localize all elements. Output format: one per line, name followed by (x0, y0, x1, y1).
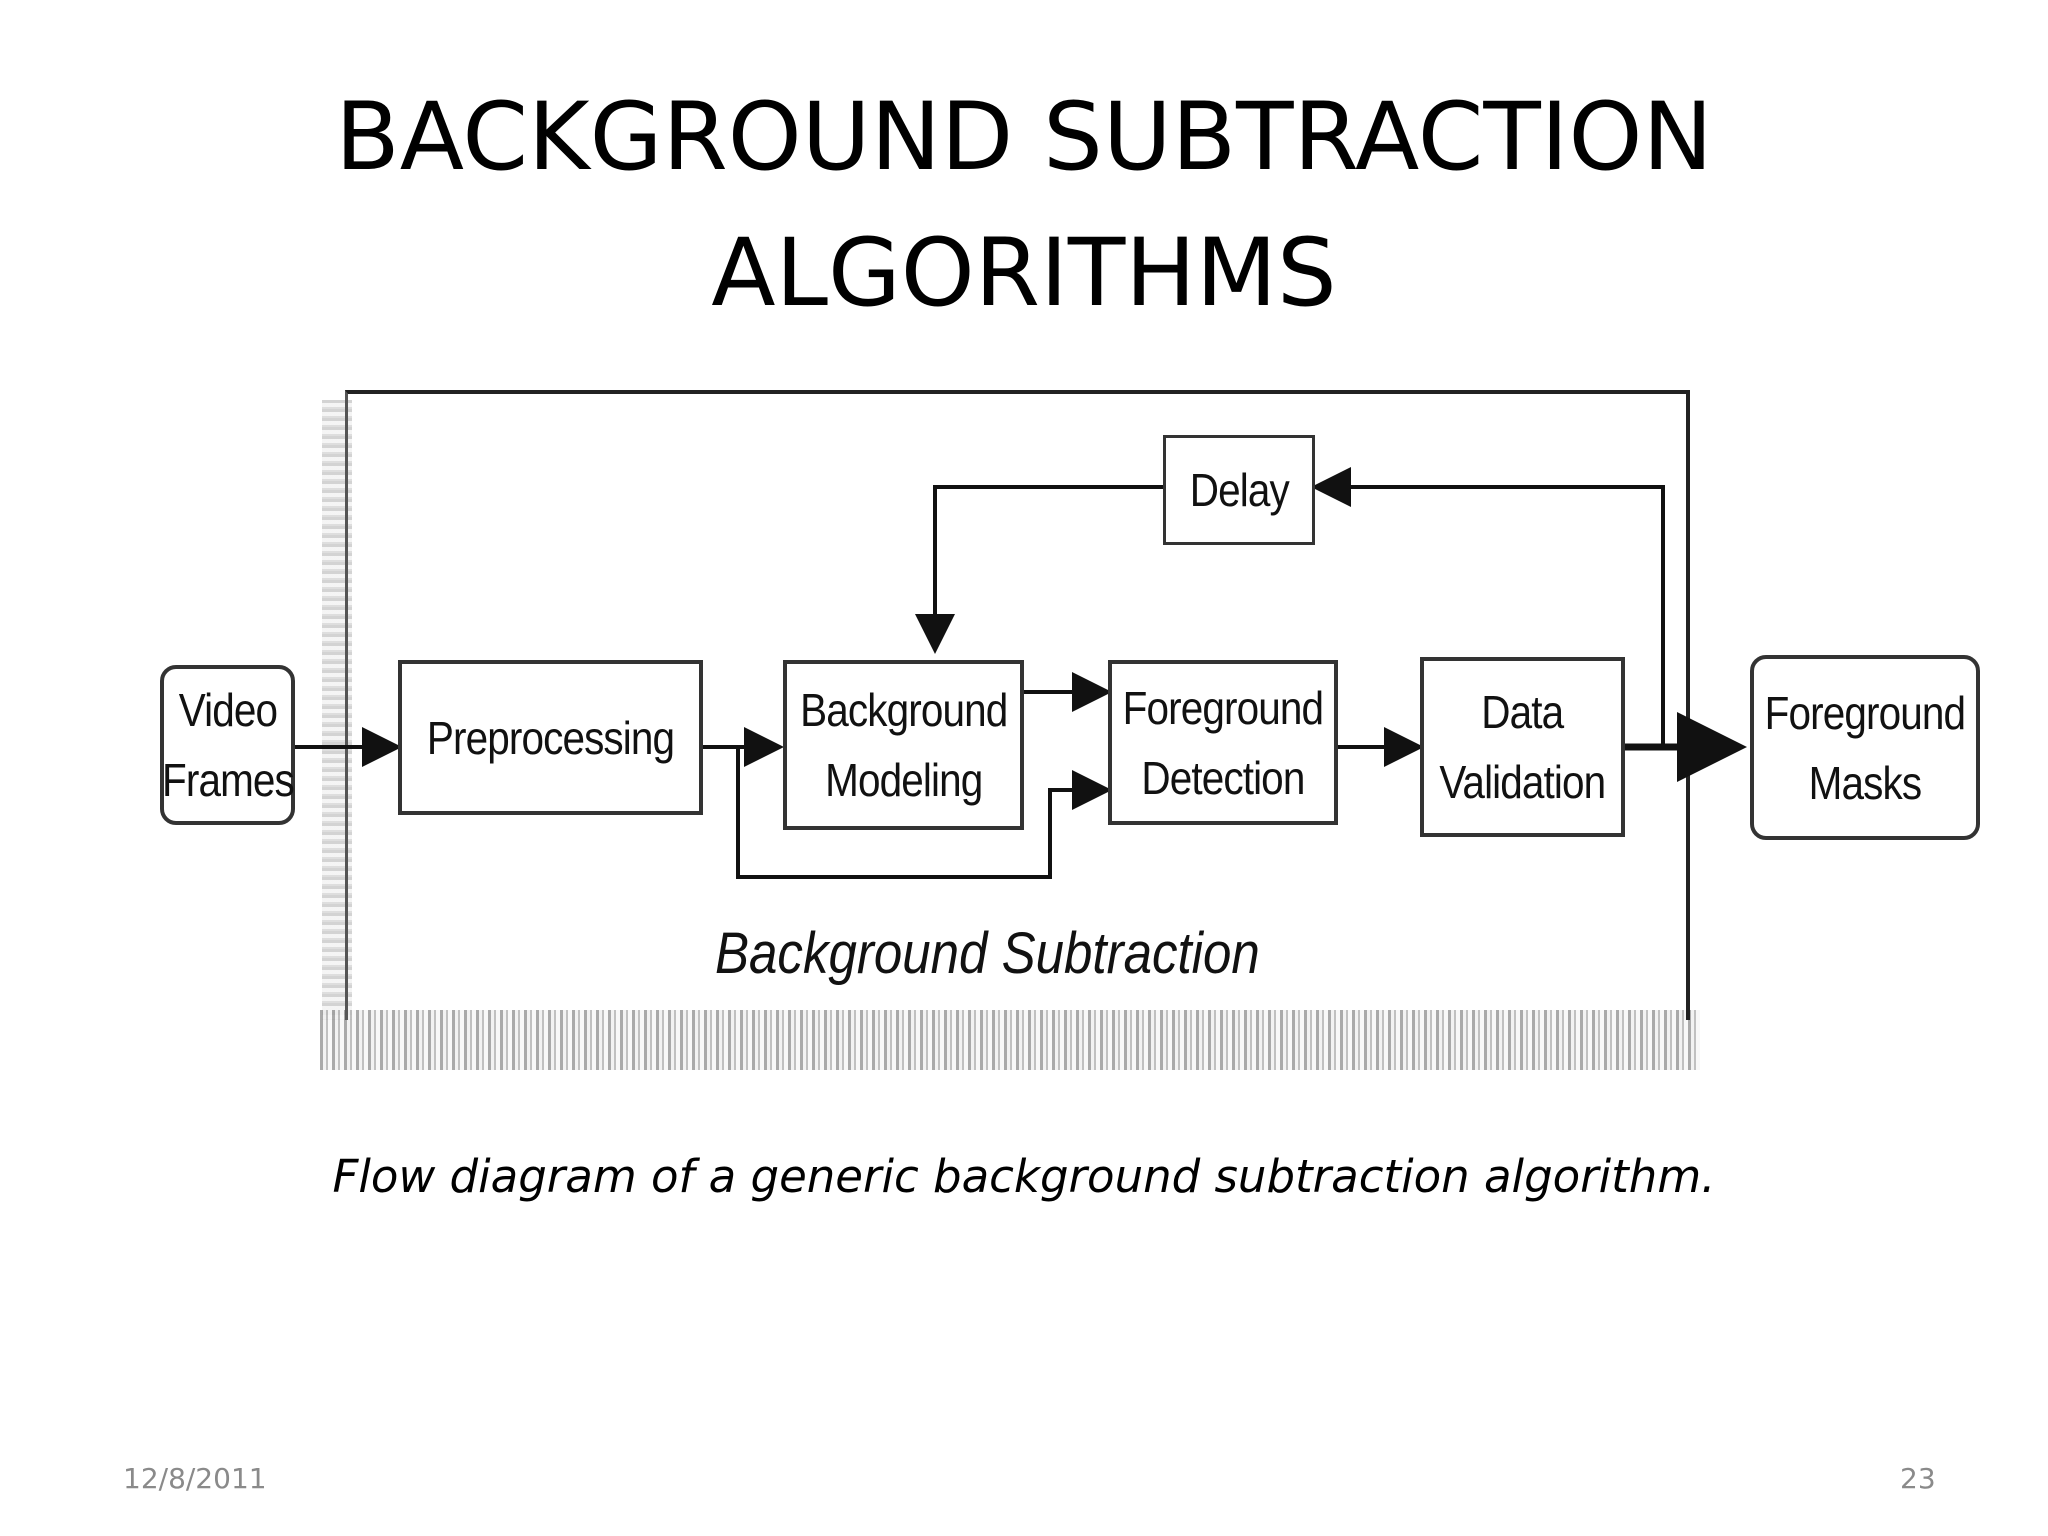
node-background-modeling-line-2: Modeling (824, 754, 983, 806)
node-video-frames-line-1: Video (178, 684, 277, 736)
node-preprocessing: Preprocessing (398, 660, 703, 815)
node-background-modeling-line-1: Background (799, 684, 1008, 736)
arrow-preprocessing-bypass-to-foreground-detection (736, 747, 1112, 879)
node-foreground-detection: Foreground Detection (1108, 660, 1338, 825)
node-foreground-masks-line-1: Foreground (1764, 686, 1966, 739)
node-video-frames: Video Frames (160, 665, 295, 825)
footer-page-number: 23 (1900, 1462, 1936, 1495)
node-data-validation-line-2: Validation (1439, 756, 1607, 808)
node-foreground-masks: Foreground Masks (1750, 655, 1980, 840)
slide-title-line-1: BACKGROUND SUBTRACTION (335, 83, 1713, 192)
slide-title-line-2: ALGORITHMS (711, 219, 1337, 328)
background-subtraction-frame (345, 390, 1690, 1020)
arrow-delay-to-background-modeling (915, 485, 1163, 654)
node-delay-line-1: Delay (1189, 464, 1289, 516)
node-preprocessing-line-1: Preprocessing (426, 711, 675, 764)
figure-caption: Flow diagram of a generic background sub… (332, 1150, 1716, 1203)
slide-title: BACKGROUND SUBTRACTION ALGORITHMS (0, 70, 2048, 342)
node-delay: Delay (1163, 435, 1315, 545)
node-video-frames-line-2: Frames (161, 754, 295, 806)
node-foreground-detection-line-1: Foreground (1122, 681, 1324, 734)
node-foreground-masks-line-2: Masks (1808, 756, 1922, 809)
footer-date: 12/8/2011 (123, 1462, 267, 1495)
node-data-validation-line-1: Data (1481, 686, 1564, 738)
scan-noise-bottom (320, 1010, 1700, 1070)
diagram-group-label: Background Subtraction (715, 921, 1260, 986)
node-foreground-detection-line-2: Detection (1141, 751, 1305, 804)
node-background-modeling: Background Modeling (783, 660, 1024, 830)
node-data-validation: Data Validation (1420, 657, 1625, 837)
arrow-output-to-delay (1311, 467, 1665, 747)
